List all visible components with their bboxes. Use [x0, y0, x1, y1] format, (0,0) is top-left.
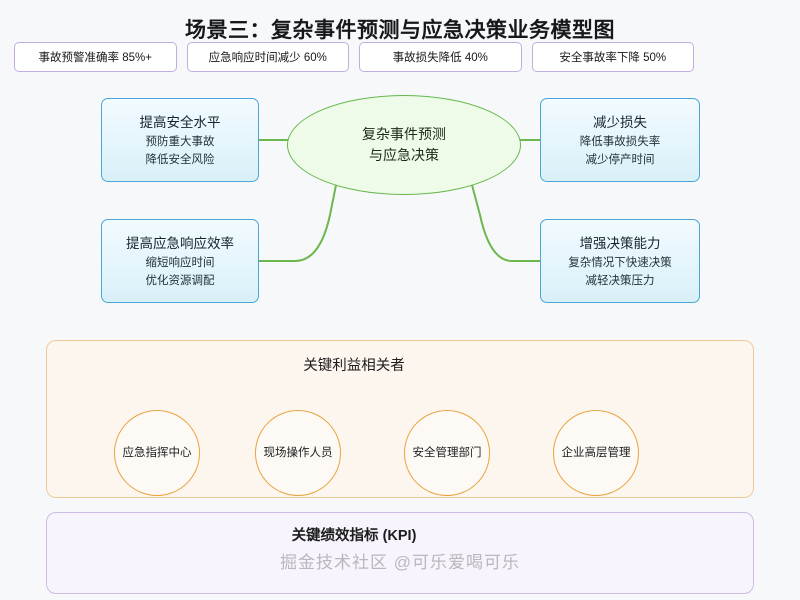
benefit-title: 减少损失	[593, 114, 647, 130]
kpi-chip-accident-rate[interactable]: 安全事故率下降 50%	[531, 42, 694, 72]
benefit-title: 提高安全水平	[139, 114, 221, 130]
benefit-title: 提高应急响应效率	[126, 235, 234, 251]
stakeholder-label: 应急指挥中心	[122, 446, 192, 459]
benefit-sub-1: 预防重大事故	[145, 135, 215, 148]
stakeholder-label: 现场操作人员	[263, 446, 333, 459]
page-title: 场景三：复杂事件预测与应急决策业务模型图	[185, 19, 615, 42]
kpi-title: 关键绩效指标 (KPI)	[291, 528, 417, 544]
connector-bottom-right	[471, 184, 540, 262]
center-node-line2: 与应急决策	[369, 147, 439, 163]
kpi-chip-warning-accuracy[interactable]: 事故预警准确率 85%+	[14, 42, 177, 72]
stakeholder-executive-management[interactable]: 企业高层管理	[553, 410, 639, 496]
benefit-sub-1: 缩短响应时间	[145, 256, 215, 269]
kpi-panel	[46, 512, 754, 594]
stakeholder-label: 安全管理部门	[412, 446, 482, 459]
benefit-sub-1: 复杂情况下快速决策	[568, 256, 672, 269]
benefit-box-reduce-loss[interactable]: 减少损失 降低事故损失率 减少停产时间	[540, 98, 700, 182]
benefit-title: 增强决策能力	[579, 235, 661, 251]
benefit-box-safety-level[interactable]: 提高安全水平 预防重大事故 降低安全风险	[101, 98, 259, 182]
benefit-sub-1: 降低事故损失率	[579, 135, 661, 148]
connector-bottom-left	[259, 184, 337, 262]
kpi-chip-response-time[interactable]: 应急响应时间减少 60%	[186, 42, 349, 72]
stakeholder-field-operators[interactable]: 现场操作人员	[255, 410, 341, 496]
kpi-row: 事故预警准确率 85%+ 应急响应时间减少 60% 事故损失降低 40% 安全事…	[14, 42, 694, 72]
benefit-box-response-efficiency[interactable]: 提高应急响应效率 缩短响应时间 优化资源调配	[101, 219, 259, 303]
center-node[interactable]: 复杂事件预测 与应急决策	[287, 95, 521, 195]
stakeholder-safety-department[interactable]: 安全管理部门	[404, 410, 490, 496]
benefit-sub-2: 减少停产时间	[585, 153, 655, 166]
benefit-box-decision-capability[interactable]: 增强决策能力 复杂情况下快速决策 减轻决策压力	[540, 219, 700, 303]
stakeholder-emergency-command-center[interactable]: 应急指挥中心	[114, 410, 200, 496]
benefit-sub-2: 优化资源调配	[145, 274, 215, 287]
stakeholder-label: 企业高层管理	[561, 446, 631, 459]
stakeholders-title: 关键利益相关者	[303, 358, 405, 374]
benefit-sub-2: 减轻决策压力	[585, 274, 655, 287]
benefit-sub-2: 降低安全风险	[145, 153, 215, 166]
kpi-chip-loss-reduction[interactable]: 事故损失降低 40%	[359, 42, 522, 72]
center-node-line1: 复杂事件预测	[362, 126, 446, 142]
